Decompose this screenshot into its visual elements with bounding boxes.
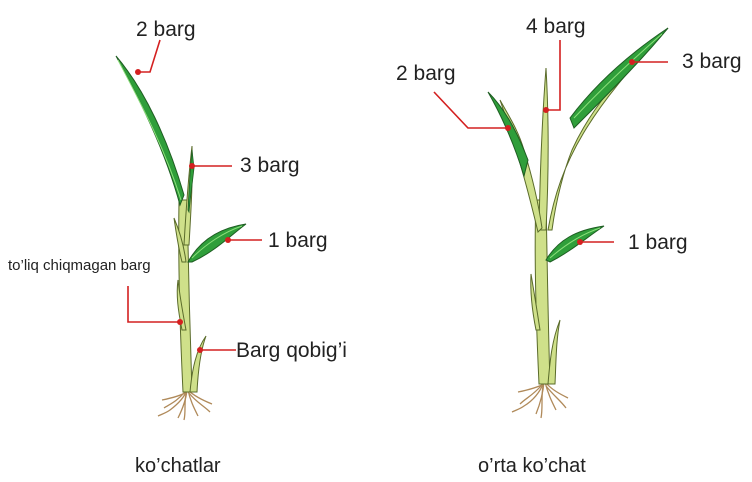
right-label-leaf4: 4 barg bbox=[526, 15, 586, 38]
right-caption: o’rta ko’chat bbox=[478, 455, 586, 477]
left-leaf-1 bbox=[188, 224, 246, 262]
right-leaf-3-blade bbox=[570, 28, 668, 128]
right-label-leaf2: 2 barg bbox=[396, 62, 456, 85]
left-label-leaf2: 2 barg bbox=[136, 18, 196, 41]
right-leaf-4 bbox=[539, 68, 548, 230]
left-callouts bbox=[128, 40, 262, 350]
right-leaf-3 bbox=[548, 28, 668, 230]
left-base-sheath bbox=[190, 336, 206, 392]
right-leaf-2-blade bbox=[488, 92, 528, 176]
left-label-sheath: Barg qobig’i bbox=[236, 339, 347, 362]
left-caption: ko’chatlar bbox=[135, 455, 221, 477]
right-plant bbox=[488, 28, 668, 418]
right-roots bbox=[512, 382, 568, 418]
left-roots bbox=[158, 390, 212, 420]
right-label-leaf3: 3 barg bbox=[682, 50, 742, 73]
left-leaf-2 bbox=[116, 56, 184, 205]
right-label-leaf1: 1 barg bbox=[628, 231, 688, 254]
left-label-leaf3: 3 barg bbox=[240, 154, 300, 177]
right-leaf-1 bbox=[546, 226, 604, 262]
left-label-leaf1: 1 barg bbox=[268, 229, 328, 252]
left-label-incomplete-leaf: to’liq chiqmagan barg bbox=[8, 257, 151, 274]
right-callouts bbox=[434, 40, 668, 242]
